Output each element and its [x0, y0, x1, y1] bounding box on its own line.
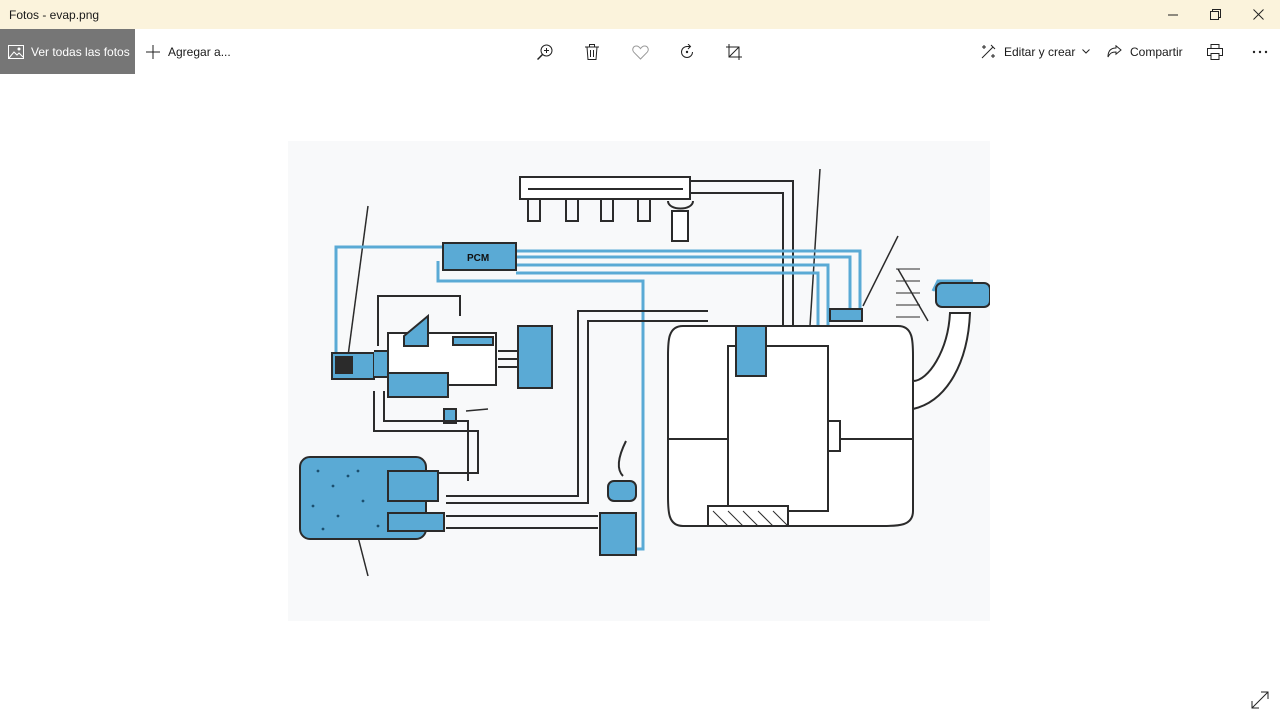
photo-icon: [8, 44, 24, 59]
add-to-button[interactable]: Agregar a...: [146, 29, 231, 74]
share-icon: [1107, 44, 1122, 59]
pressure-regulator: [671, 210, 689, 242]
gas-cap: [829, 308, 863, 322]
crop-icon[interactable]: [723, 41, 745, 63]
injector: [565, 199, 579, 222]
share-button[interactable]: Compartir: [1107, 29, 1183, 74]
restore-icon: [1210, 9, 1221, 20]
plus-icon: [146, 44, 160, 59]
photo-canvas: PCM: [288, 141, 991, 621]
close-button[interactable]: [1237, 0, 1280, 29]
title-bar: Fotos - evap.png: [0, 0, 1280, 29]
injector: [527, 199, 541, 222]
close-icon: [1253, 9, 1264, 20]
view-all-label: Ver todas las fotos: [31, 44, 130, 59]
vent-valve: [607, 480, 637, 502]
edit-create-button[interactable]: Editar y crear: [981, 29, 1091, 74]
view-all-photos-button[interactable]: Ver todas las fotos: [0, 29, 135, 74]
toolbar: Ver todas las fotos Agregar a... Editar …: [0, 29, 1280, 74]
evap-diagram: PCM: [299, 168, 991, 577]
injector: [637, 199, 651, 222]
print-icon[interactable]: [1204, 41, 1226, 63]
minimize-icon: [1167, 14, 1178, 15]
window-controls: [1151, 0, 1280, 29]
more-icon[interactable]: [1249, 41, 1271, 63]
zoom-in-icon[interactable]: [534, 41, 556, 63]
share-label: Compartir: [1130, 44, 1183, 59]
rotate-icon[interactable]: [676, 41, 698, 63]
pcm-label: PCM: [467, 253, 489, 264]
injector: [600, 199, 614, 222]
expand-icon[interactable]: [1248, 688, 1272, 712]
window-title: Fotos - evap.png: [9, 7, 100, 22]
edit-create-icon: [981, 44, 996, 59]
chevron-down-icon: [1082, 49, 1091, 54]
edit-create-label: Editar y crear: [1004, 44, 1076, 59]
delete-icon[interactable]: [581, 41, 603, 63]
favorite-icon[interactable]: [629, 41, 651, 63]
restore-button[interactable]: [1194, 0, 1237, 29]
pcm-box: [442, 242, 517, 271]
minimize-button[interactable]: [1151, 0, 1194, 29]
add-to-label: Agregar a...: [168, 44, 231, 59]
